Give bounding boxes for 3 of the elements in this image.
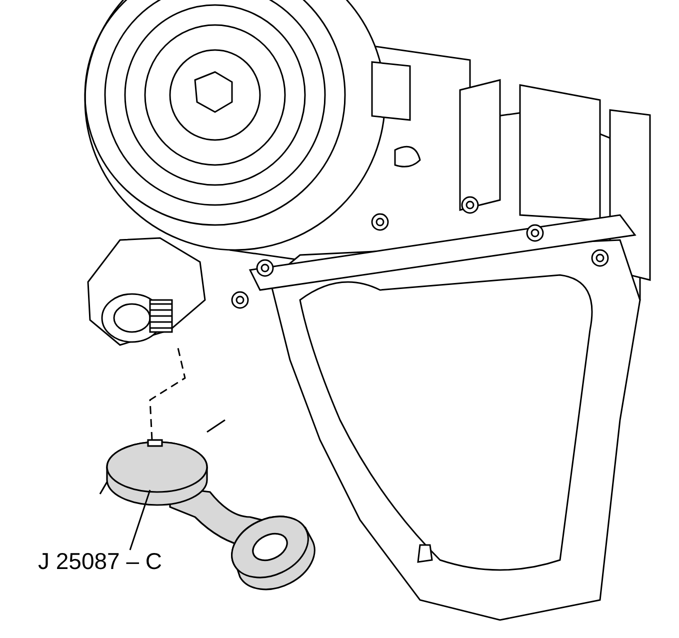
alignment-line xyxy=(149,348,186,440)
leader-line xyxy=(129,490,151,550)
part-number-label: J 25087 – C xyxy=(38,548,208,582)
